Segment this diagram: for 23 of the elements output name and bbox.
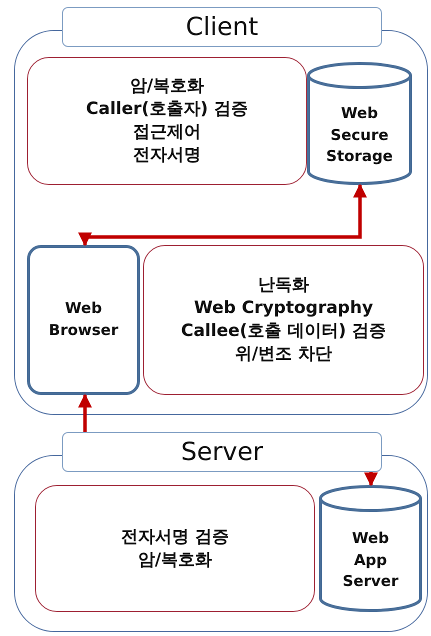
- node-text: 암/복호화: [138, 548, 212, 572]
- group-panel: [14, 7, 428, 415]
- node-text: 암/복호화: [130, 75, 204, 98]
- feature-box: [143, 245, 424, 395]
- group-title: Client: [62, 7, 382, 47]
- database-cylinder: [319, 485, 422, 612]
- group-title: Server: [62, 432, 382, 472]
- node-text: Caller(호출자) 검증: [86, 98, 248, 121]
- node-text: 전자서명: [133, 144, 201, 167]
- browser-box: [27, 245, 140, 395]
- node-text: Web Secure Storage: [326, 102, 393, 168]
- arrow: [78, 184, 367, 246]
- node-text: Web Browser: [48, 298, 118, 341]
- node-text: 접근제어: [133, 121, 201, 144]
- node-text: Web Cryptography: [194, 297, 374, 320]
- group-panel: [14, 432, 428, 632]
- feature-box: [35, 485, 315, 612]
- node-text: 전자서명 검증: [121, 526, 229, 548]
- node-text: Callee(호출 데이터) 검증: [180, 320, 386, 343]
- database-cylinder: [307, 62, 412, 185]
- node-text: 위/변조 차단: [234, 342, 332, 366]
- node-text: Web App Server: [342, 528, 400, 592]
- node-text: 난독화: [258, 274, 309, 298]
